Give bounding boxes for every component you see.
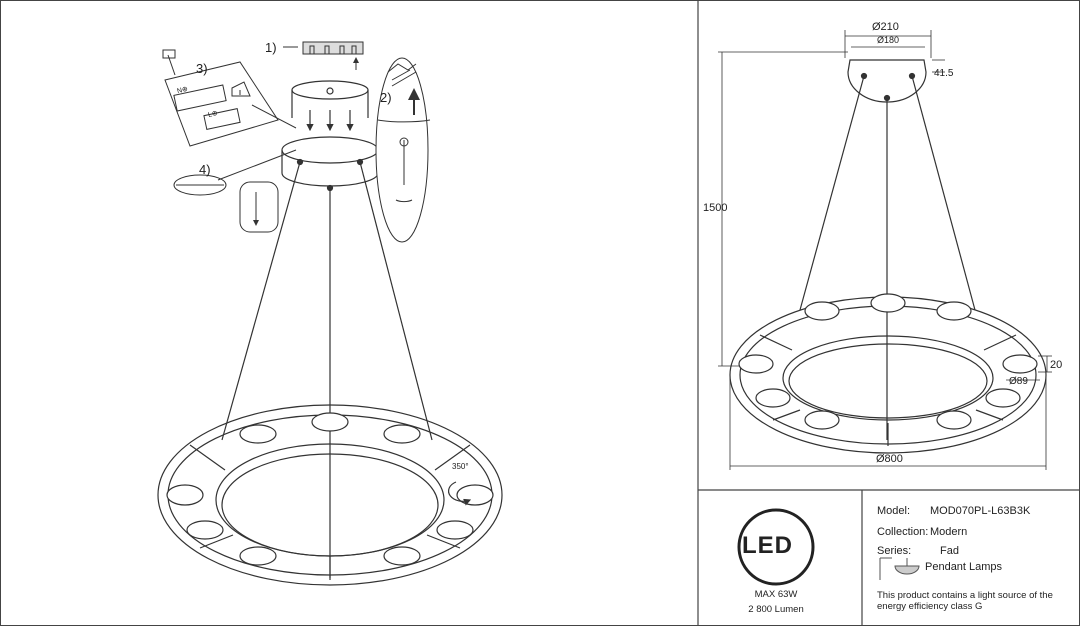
spec-series-value: Fad: [940, 545, 959, 557]
dim-ring-thickness: 20: [1050, 359, 1063, 371]
dim-lamp-diameter: Ø89: [1009, 376, 1028, 387]
led-logo: LED: [742, 532, 793, 559]
pendant-lamp-icon: [879, 557, 920, 580]
step-1-label: 1): [265, 40, 277, 55]
terminal-detail: [162, 49, 297, 147]
step-2-label: 2): [380, 90, 392, 105]
dim-ring-diameter: Ø800: [876, 453, 903, 465]
screw-detail: [375, 57, 431, 243]
spec-collection-label: Collection:: [877, 526, 929, 538]
energy-note: This product contains a light source of …: [877, 590, 1053, 612]
fixing-detail: [173, 149, 297, 233]
step-3-label: 3): [196, 61, 208, 76]
led-logo-ring: [737, 508, 815, 586]
spec-series-label: Series:: [877, 545, 912, 557]
max-power: MAX 63W: [754, 589, 798, 600]
spec-model-label: Model:: [877, 505, 911, 517]
spec-type-value: Pendant Lamps: [925, 561, 1003, 573]
rotation-arrow: [447, 481, 472, 506]
step-4-label: 4): [199, 162, 211, 177]
elevation-view: [729, 59, 1047, 454]
mounting-bracket-detail: [283, 41, 364, 70]
suspension-wire: [359, 161, 433, 441]
rotation-label: 350°: [452, 462, 469, 471]
suspension-wire: [221, 161, 301, 441]
dimension-lines: [718, 30, 1052, 470]
lumen-output: 2 800 Lumen: [748, 604, 804, 615]
spec-model: Model: MOD070PL-L63B3K: [877, 505, 1030, 517]
spec-collection-value: Modern: [930, 526, 968, 538]
perspective-view: [157, 80, 503, 586]
dim-canopy-height: 41.5: [934, 68, 954, 79]
canopy-elevation: [847, 59, 927, 103]
dim-canopy-inner: Ø180: [877, 35, 900, 45]
spec-series: Series: Fad: [877, 545, 959, 557]
dim-total-height: 1500: [703, 202, 728, 214]
lamp-pucks: [166, 412, 494, 566]
spec-model-value: MOD070PL-L63B3K: [930, 505, 1031, 517]
dim-canopy-outer: Ø210: [872, 21, 899, 33]
spec-collection: Collection: Modern: [877, 526, 967, 538]
